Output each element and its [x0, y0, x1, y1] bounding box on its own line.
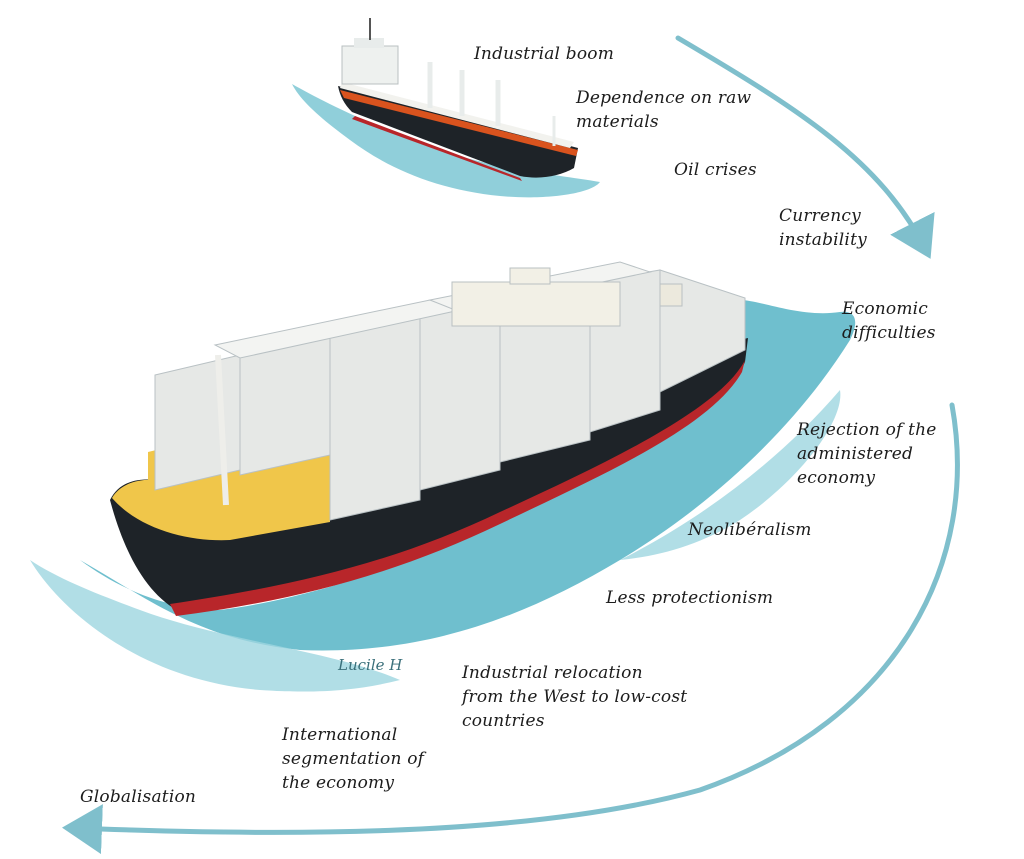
label-industrial-relocation: Industrial relocation from the West to l… [462, 663, 688, 731]
label-currency-instability: Currency instability [779, 206, 867, 250]
label-less-protectionism: Less protectionism [606, 588, 774, 608]
arrow-upper [675, 35, 935, 259]
label-oil-crises: Oil crises [674, 160, 757, 180]
label-international-segmentation: International segmentation of the econom… [282, 725, 425, 793]
label-industrial-boom: Industrial boom [474, 44, 615, 64]
label-rejection-administered-economy: Rejection of the administered economy [797, 420, 937, 488]
arrow-lower [62, 402, 960, 855]
label-dependence-raw-materials: Dependence on raw materials [576, 88, 752, 132]
large-ship-sea [80, 300, 856, 651]
label-globalisation: Globalisation [80, 787, 197, 807]
small-ship-sea [292, 84, 600, 198]
artist-signature: Lucile H [338, 656, 403, 674]
label-economic-difficulties: Economic difficulties [842, 299, 936, 343]
label-neoliberalism: Neolibéralism [688, 520, 812, 540]
